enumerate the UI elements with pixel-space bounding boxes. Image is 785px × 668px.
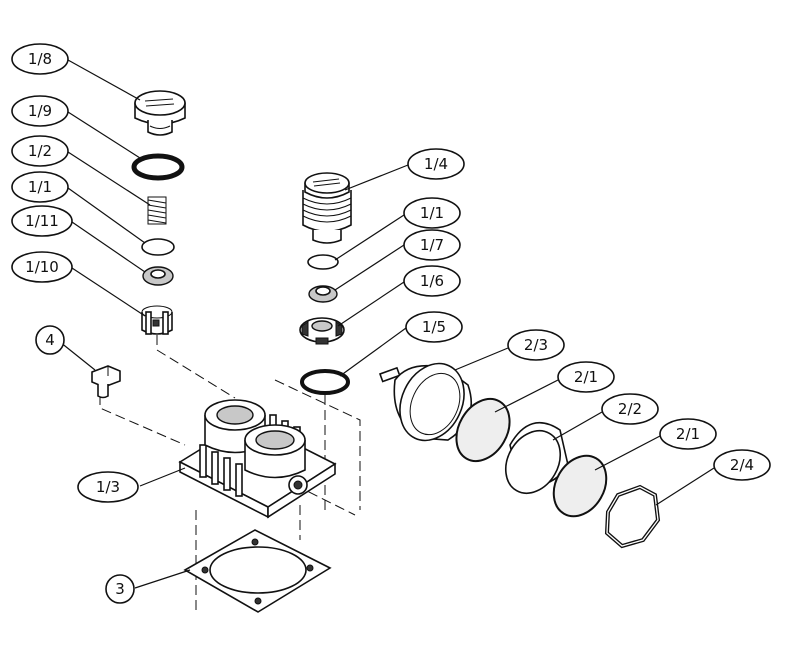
- callout-1-2: 1/2: [11, 135, 69, 167]
- leader-lines: [59, 59, 715, 589]
- callout-label: 1/5: [422, 318, 446, 336]
- callout-1-5: 1/5: [405, 311, 463, 343]
- callout-1-1-left: 1/1: [11, 171, 69, 203]
- callout-2-2: 2/2: [601, 393, 659, 425]
- callout-label: 1/1: [28, 178, 52, 196]
- callout-label: 1/6: [420, 272, 444, 290]
- seat-1-11: [142, 266, 174, 286]
- callout-1-11: 1/11: [11, 205, 73, 237]
- callout-label: 2/1: [574, 368, 598, 386]
- callout-2-4: 2/4: [713, 449, 771, 481]
- callout-label: 1/3: [96, 478, 120, 496]
- callout-label: 2/4: [730, 456, 754, 474]
- callout-label: 4: [45, 331, 55, 349]
- cage-1-10: [141, 305, 173, 335]
- callout-label: 1/7: [420, 236, 444, 254]
- cage-1-6: [299, 317, 345, 345]
- o-ring-1-9: [131, 153, 185, 181]
- bolt-4: [91, 365, 121, 399]
- callout-label: 1/9: [28, 102, 52, 120]
- callout-1-9: 1/9: [11, 95, 69, 127]
- disc-1-1-right: [307, 254, 339, 270]
- callout-1-6: 1/6: [403, 265, 461, 297]
- callout-label: 1/2: [28, 142, 52, 160]
- cylinder-head-1-3: [178, 399, 337, 519]
- filter-housing-2-3: [378, 362, 472, 442]
- callout-2-1-right: 2/1: [659, 418, 717, 450]
- callout-label: 2/2: [618, 400, 642, 418]
- screen-2-1-left: [455, 398, 511, 462]
- callout-4: 4: [35, 325, 65, 355]
- assembly-lines: [99, 335, 361, 610]
- screen-2-1-right: [552, 454, 608, 518]
- callout-label: 1/10: [25, 258, 59, 276]
- callout-2-3: 2/3: [507, 329, 565, 361]
- callout-label: 1/4: [424, 155, 448, 173]
- callout-label: 1/11: [25, 212, 59, 230]
- spring-1-2: [147, 196, 167, 225]
- callout-3: 3: [105, 574, 135, 604]
- callout-1-8: 1/8: [11, 43, 69, 75]
- filter-element-2-2: [504, 421, 569, 494]
- callout-label: 3: [115, 580, 125, 598]
- callout-1-7: 1/7: [403, 229, 461, 261]
- callout-2-1-left: 2/1: [557, 361, 615, 393]
- callout-label: 2/3: [524, 336, 548, 354]
- callout-1-1-right: 1/1: [403, 197, 461, 229]
- callout-label: 2/1: [676, 425, 700, 443]
- callout-1-3: 1/3: [77, 471, 139, 503]
- callout-label: 1/1: [420, 204, 444, 222]
- seat-1-7: [308, 285, 338, 303]
- plug-1-8: [134, 90, 186, 136]
- gasket-2-4: [604, 484, 661, 549]
- callout-label: 1/8: [28, 50, 52, 68]
- disc-1-1-left: [141, 238, 175, 256]
- callout-1-4: 1/4: [407, 148, 465, 180]
- gasket-3: [183, 529, 332, 613]
- plug-1-4: [302, 172, 352, 244]
- o-ring-1-5: [300, 369, 350, 395]
- callout-1-10: 1/10: [11, 251, 73, 283]
